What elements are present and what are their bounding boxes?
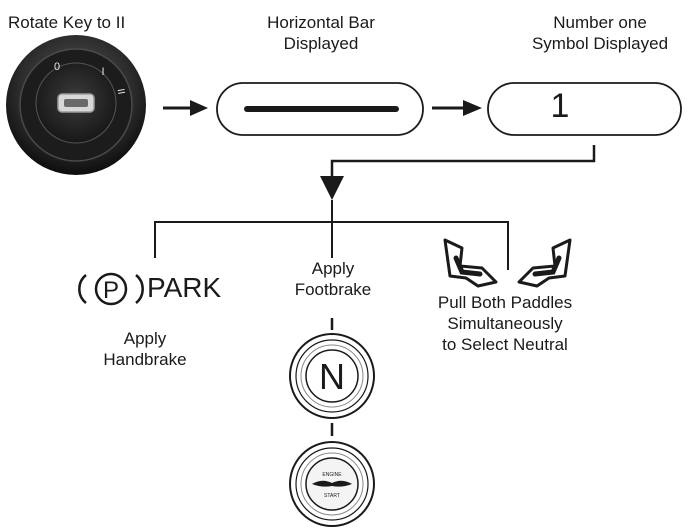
arrow-right-icon [163, 100, 208, 116]
start-button-text: ENGINE [322, 472, 342, 478]
paddles-instruction: Pull Both Paddles Simultaneously to Sele… [410, 292, 600, 355]
step-number-one-label: Number one Symbol Displayed [515, 12, 685, 54]
label-line: Pull Both Paddles [437, 293, 573, 312]
engine-start-button-icon: ENGINE START [289, 441, 375, 527]
wings-logo-icon [312, 480, 352, 487]
right-paddle-icon [517, 238, 572, 288]
label-line: to Select Neutral [442, 335, 568, 354]
label-line: Handbrake [103, 350, 187, 369]
label-line: Number one [553, 13, 647, 32]
branch-bracket [154, 200, 509, 270]
number-one-display [487, 82, 682, 136]
start-button-text: START [324, 493, 340, 499]
neutral-letter: N [319, 356, 345, 397]
label-line: Apply [311, 259, 355, 278]
step-rotate-key-label: Rotate Key to II [8, 13, 126, 32]
key-position-1: I [101, 66, 104, 78]
label-line: Simultaneously [447, 314, 563, 333]
label-line: Footbrake [294, 280, 372, 299]
left-paddle-icon [443, 238, 498, 288]
park-instruction: Apply Handbrake [70, 328, 220, 370]
park-symbol-letter: P [103, 277, 119, 304]
flow-connector [320, 145, 596, 200]
park-label: PARK [147, 272, 222, 303]
key-switch-icon: 0 I II [6, 35, 146, 175]
footbrake-instruction: Apply Footbrake [268, 258, 398, 300]
label-line: Symbol Displayed [531, 34, 669, 53]
label-line: Displayed [283, 34, 359, 53]
step-horizontal-bar-label: Horizontal Bar Displayed [236, 12, 406, 54]
arrow-right-icon [432, 100, 482, 116]
neutral-button-icon: N [289, 333, 375, 419]
display-digit: 1 [550, 87, 570, 125]
label-line: Horizontal Bar [267, 13, 375, 32]
key-position-2: II [115, 88, 127, 95]
park-brake-icon: P [78, 272, 144, 306]
label-line: Apply [123, 329, 167, 348]
arrow-down-icon [320, 176, 344, 200]
key-position-0: 0 [54, 61, 60, 73]
horizontal-bar-display [216, 82, 424, 136]
